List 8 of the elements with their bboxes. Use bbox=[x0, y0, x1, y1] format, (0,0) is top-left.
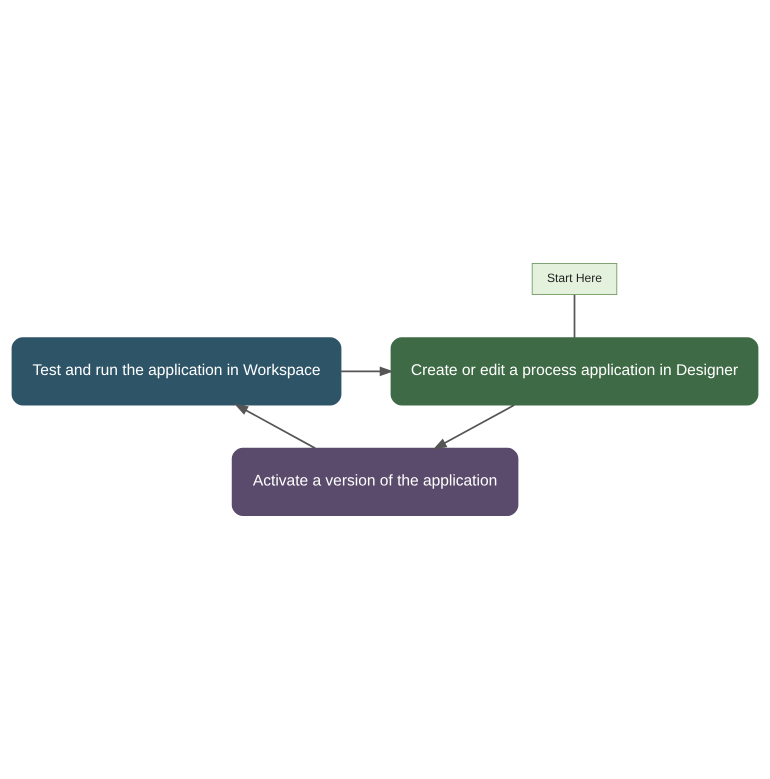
node-box: Test and run the application in Workspace bbox=[12, 337, 342, 406]
arrow bbox=[234, 404, 316, 449]
connector bbox=[574, 294, 576, 338]
node-box: Create or edit a process application in Designer bbox=[390, 337, 758, 406]
arrow bbox=[432, 404, 515, 450]
node-box: Start Here bbox=[532, 263, 618, 295]
node-box: Activate a version of the application bbox=[232, 448, 518, 516]
arrow bbox=[341, 366, 394, 376]
